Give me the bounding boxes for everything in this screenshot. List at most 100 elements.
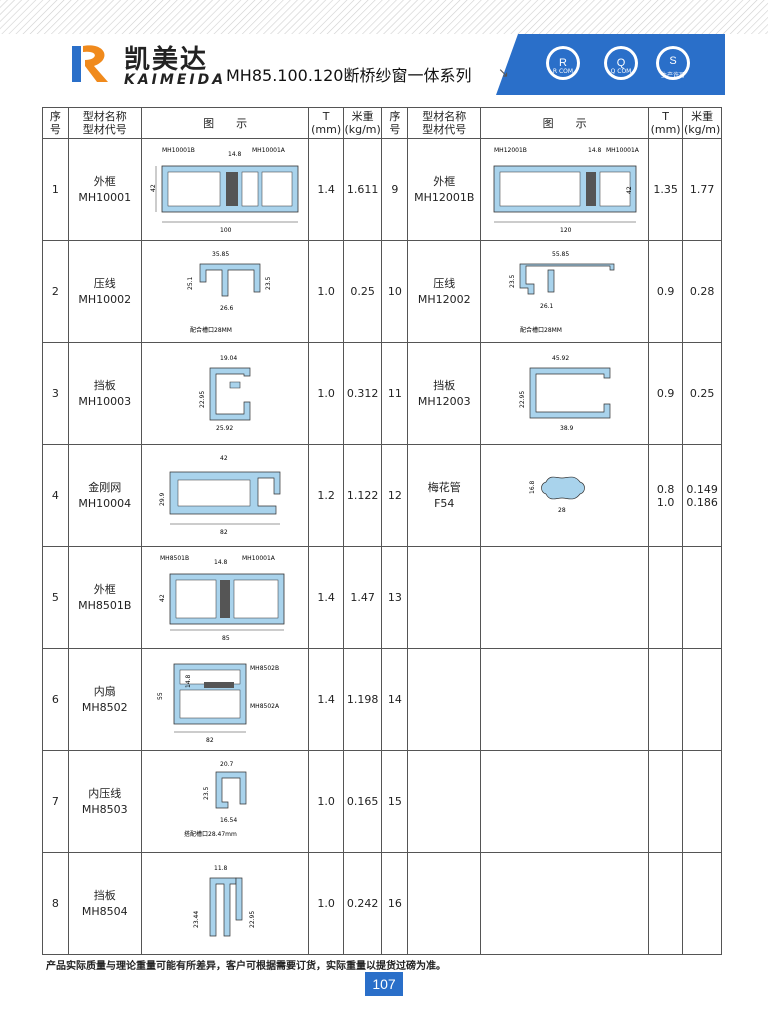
- svg-text:38.9: 38.9: [560, 425, 574, 432]
- svg-text:14.8: 14.8: [588, 147, 602, 154]
- profile-drawing-mh12001b: MH12001B 14.8 MH10001A 42 120: [493, 147, 640, 234]
- header-name: 型材名称型材代号: [67, 107, 142, 139]
- header-seq: 序号: [42, 107, 69, 139]
- svg-text:23.5: 23.5: [203, 786, 210, 800]
- figure-cell: [480, 648, 649, 751]
- weight-cell: 1.77: [682, 138, 722, 241]
- thickness-cell: 1.4: [308, 546, 344, 649]
- profile-name-cell: [407, 750, 482, 853]
- svg-text:26.6: 26.6: [220, 305, 234, 312]
- thickness-cell: 1.0: [308, 852, 344, 955]
- weight-cell: [682, 546, 722, 649]
- header-weight: 米重(kg/m): [342, 107, 383, 139]
- weight-cell: 0.28: [682, 240, 722, 343]
- svg-text:MH8502A: MH8502A: [250, 703, 280, 710]
- weight-cell: 0.165: [342, 750, 383, 853]
- cert-label: R COM: [552, 68, 574, 75]
- svg-text:22.95: 22.95: [249, 910, 256, 927]
- seq-cell: 3: [42, 342, 69, 445]
- seq-cell: 1: [42, 138, 69, 241]
- seq-cell: 13: [381, 546, 409, 649]
- svg-text:Q: Q: [617, 57, 626, 69]
- svg-text:26.1: 26.1: [540, 303, 554, 310]
- svg-text:MH12001B: MH12001B: [494, 147, 527, 154]
- series-title: MH85.100.120断桥纱窗一体系列: [226, 66, 472, 85]
- profile-name-cell: [407, 648, 482, 751]
- svg-text:14.8: 14.8: [185, 674, 192, 688]
- seq-cell: 15: [381, 750, 409, 853]
- svg-text:35.85: 35.85: [212, 251, 229, 258]
- seq-cell: 16: [381, 852, 409, 955]
- seq-cell: 4: [42, 444, 69, 547]
- seq-cell: 12: [381, 444, 409, 547]
- svg-text:16.54: 16.54: [220, 817, 237, 824]
- profile-drawing-mh8504: 11.8 23.44 22.95: [193, 865, 256, 936]
- cert-label: 生产许可: [660, 72, 685, 79]
- svg-text:S: S: [669, 55, 676, 67]
- thickness-cell: 1.35: [647, 138, 684, 241]
- profile-drawing-mh10001: MH10001B 14.8 MH10001A 42 100: [150, 147, 299, 234]
- figure-cell: 19.04 22.95 25.92: [140, 342, 310, 445]
- seq-cell: 6: [42, 648, 69, 751]
- svg-text:20.7: 20.7: [220, 761, 234, 768]
- header-weight: 米重(kg/m): [682, 107, 722, 139]
- figure-cell: 16.8 28: [480, 444, 649, 547]
- thickness-cell: [647, 852, 684, 955]
- figure-cell: MH10001B 14.8 MH10001A 42 100: [140, 138, 310, 241]
- qs-license-cert-icon: S 生产许可: [656, 46, 690, 80]
- svg-text:19.04: 19.04: [220, 355, 237, 362]
- figure-cell: MH8502B MH8502A 14.8 55 82: [140, 648, 310, 751]
- seq-cell: 2: [42, 240, 69, 343]
- weight-cell: 0.242: [342, 852, 383, 955]
- svg-text:22.95: 22.95: [199, 390, 206, 407]
- svg-text:42: 42: [159, 594, 166, 602]
- svg-text:42: 42: [150, 184, 157, 192]
- header-thickness: T(mm): [647, 107, 684, 139]
- profile-drawing-mh10003: 19.04 22.95 25.92: [199, 355, 251, 432]
- figure-cell: 55.85 23.5 26.1 配合槽口28MM: [480, 240, 649, 343]
- thickness-cell: 1.4: [308, 648, 344, 751]
- figure-cell: MH8501B 14.8 MH10001A 42 85: [140, 546, 310, 649]
- svg-text:23.5: 23.5: [265, 276, 272, 290]
- svg-text:82: 82: [220, 529, 228, 536]
- thickness-cell: 0.9: [647, 240, 684, 343]
- weight-cell: 1.611: [342, 138, 383, 241]
- profile-drawing-mh8501b: MH8501B 14.8 MH10001A 42 85: [159, 555, 285, 642]
- svg-text:MH10001B: MH10001B: [162, 147, 195, 154]
- svg-text:55: 55: [157, 692, 164, 700]
- svg-text:14.8: 14.8: [214, 559, 228, 566]
- svg-text:搭配槽口28.47mm: 搭配槽口28.47mm: [184, 830, 237, 838]
- figure-cell: 11.8 23.44 22.95: [140, 852, 310, 955]
- thickness-cell: 1.0: [308, 342, 344, 445]
- page-number: 107: [365, 972, 403, 996]
- svg-text:MH10001A: MH10001A: [606, 147, 640, 154]
- profile-drawing-mh8503: 20.7 23.5 16.54 搭配槽口28.47mm: [184, 761, 247, 838]
- thickness-cell: 1.2: [308, 444, 344, 547]
- thickness-cell: [647, 750, 684, 853]
- svg-text:29.9: 29.9: [159, 492, 166, 506]
- thickness-cell: 1.0: [308, 750, 344, 853]
- svg-text:28: 28: [558, 507, 566, 514]
- weight-cell: 1.47: [342, 546, 383, 649]
- profile-name-cell: [407, 852, 482, 955]
- thickness-cell: 1.4: [308, 138, 344, 241]
- q-com-cert-icon: Q Q COM: [604, 46, 638, 80]
- seq-cell: 5: [42, 546, 69, 649]
- figure-cell: [480, 852, 649, 955]
- svg-text:16.8: 16.8: [529, 480, 536, 494]
- profile-drawing-mh8502: MH8502B MH8502A 14.8 55 82: [157, 663, 280, 744]
- r-com-cert-icon: R R COM: [546, 46, 580, 80]
- profile-drawing-f54: 16.8 28: [529, 476, 585, 514]
- svg-text:85: 85: [222, 635, 230, 642]
- header-name: 型材名称型材代号: [407, 107, 482, 139]
- svg-text:配合槽口28MM: 配合槽口28MM: [190, 326, 232, 334]
